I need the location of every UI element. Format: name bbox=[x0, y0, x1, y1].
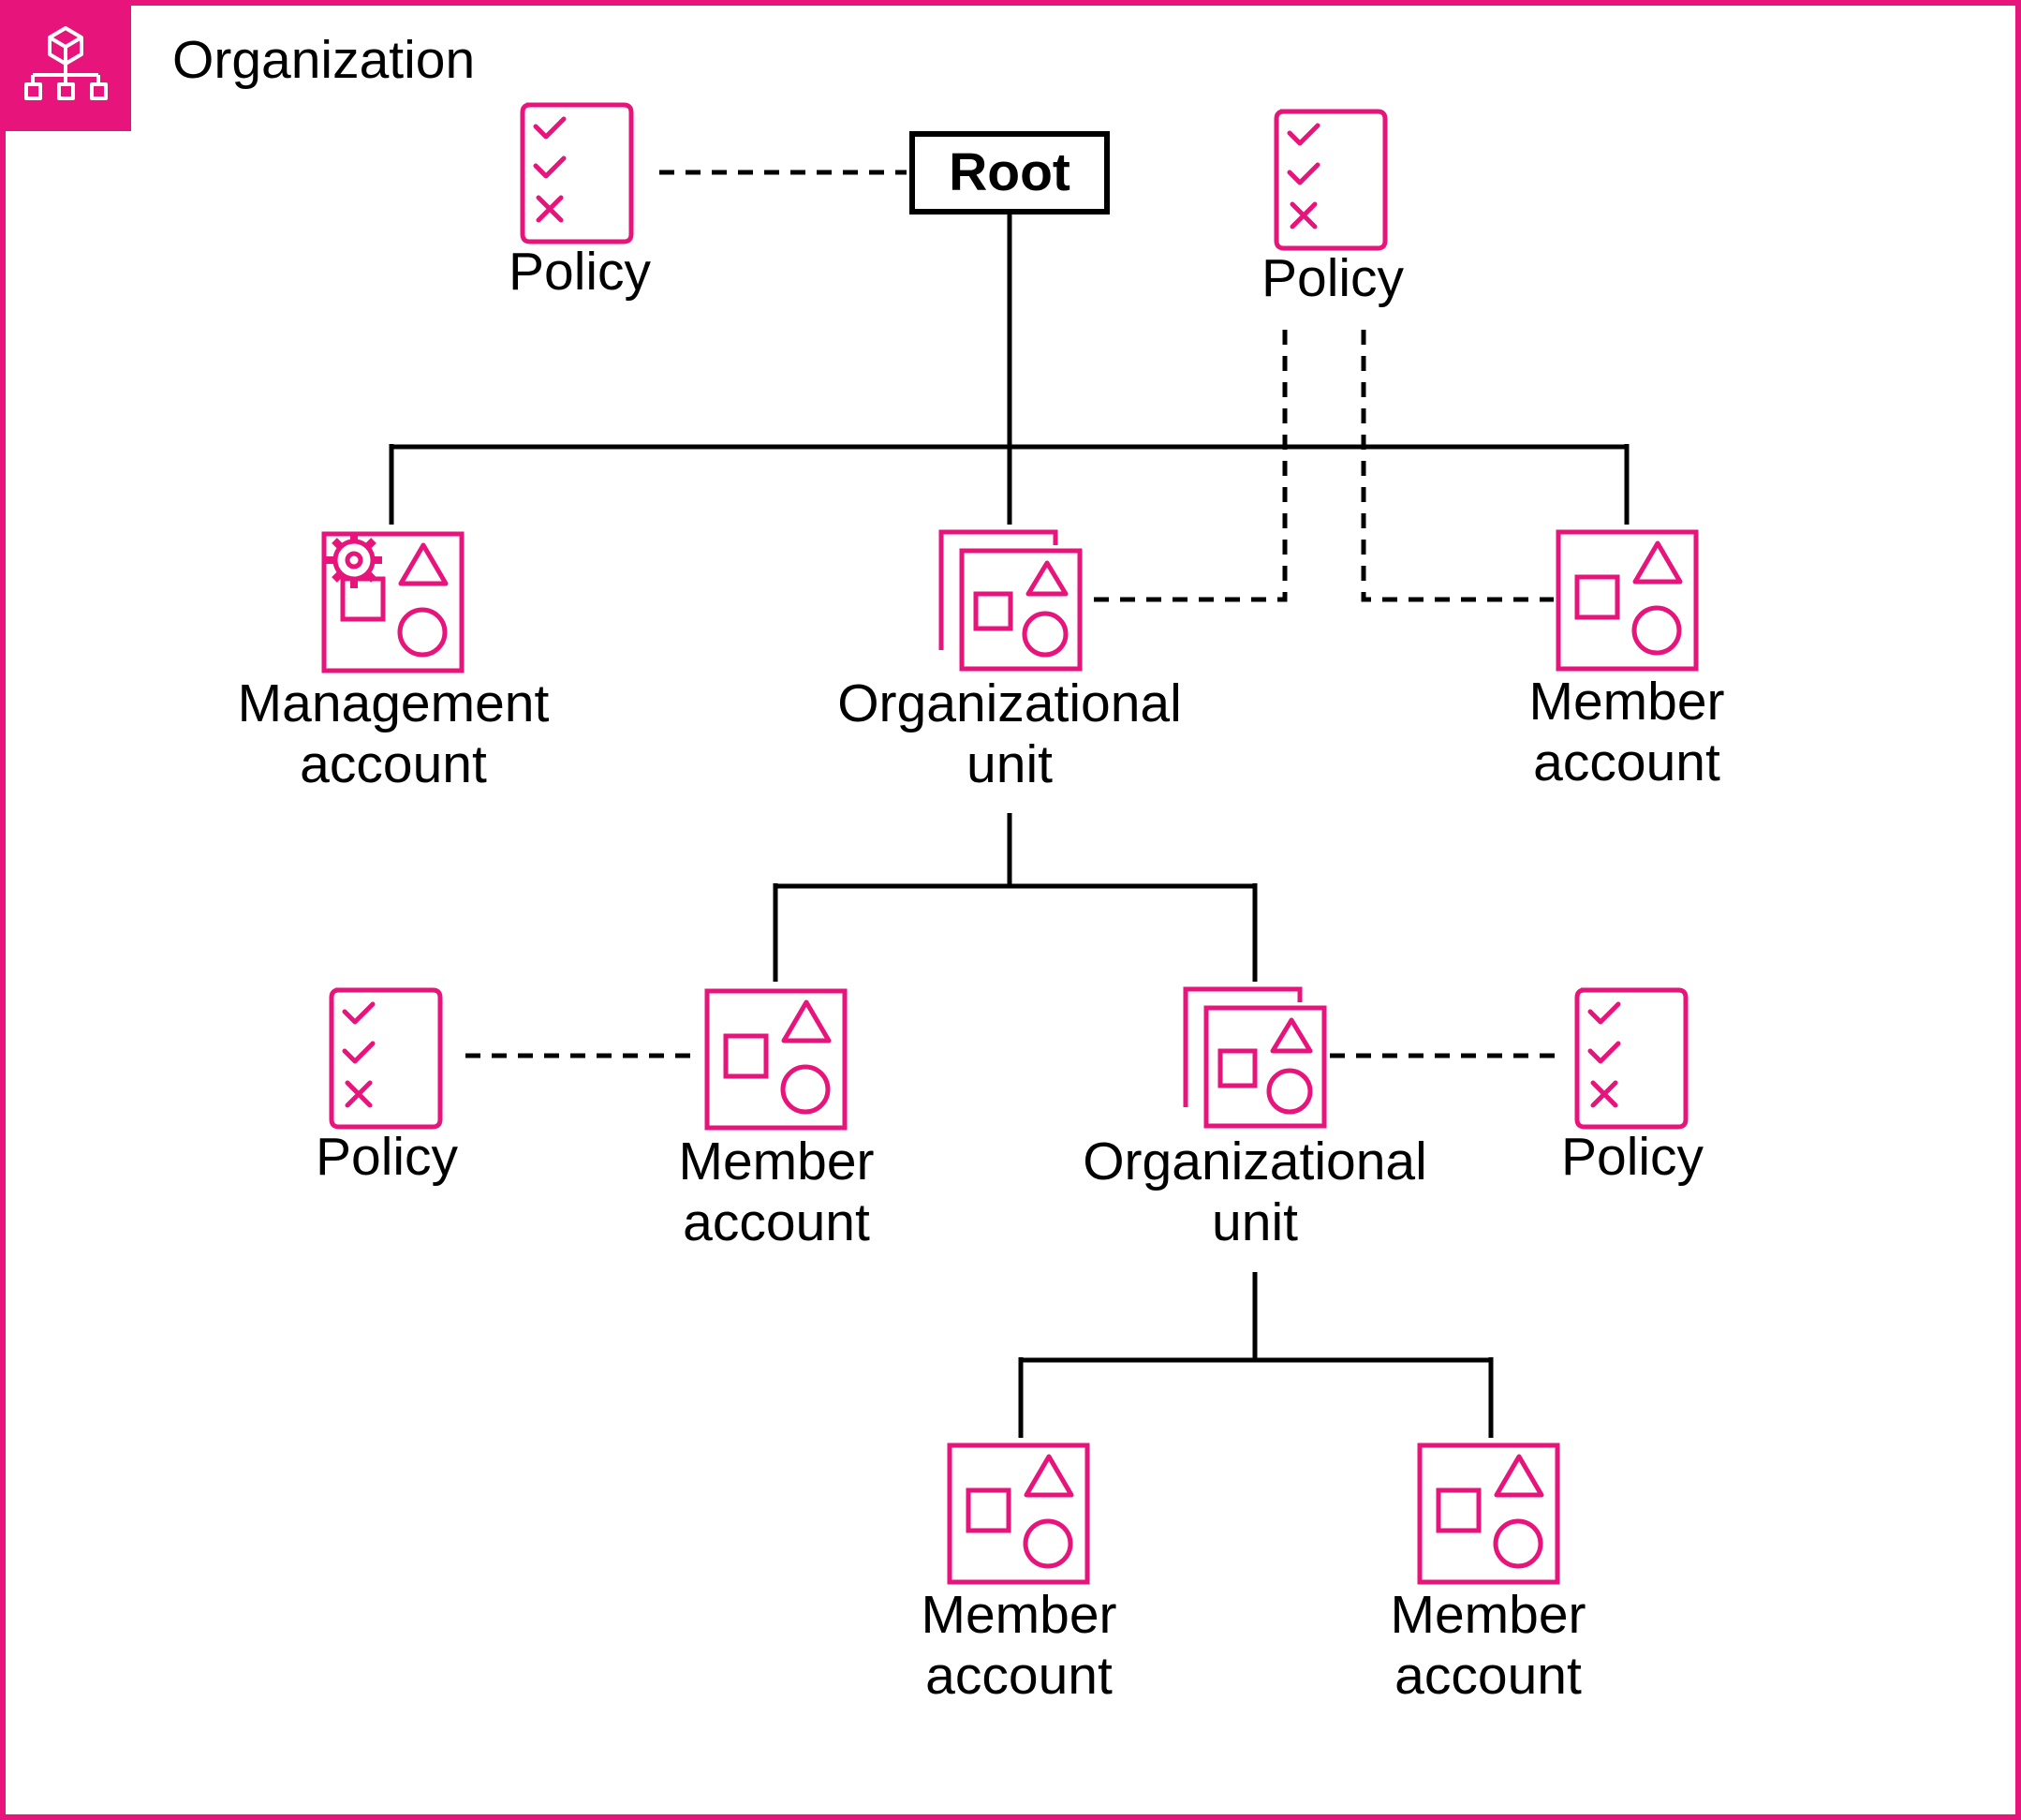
policy-member-dash bbox=[1361, 330, 1554, 602]
member-account-label: Member account bbox=[678, 1132, 875, 1252]
level3-bus-line bbox=[1018, 1357, 1494, 1438]
organizational-unit-label: Organizational unit bbox=[1083, 1132, 1427, 1252]
policy-attachment-lines bbox=[465, 170, 1558, 1058]
member-account-icon bbox=[707, 991, 845, 1128]
management-account-label: Management account bbox=[237, 673, 550, 794]
gear-icon bbox=[326, 532, 382, 588]
organizational-unit-icon bbox=[1186, 989, 1324, 1126]
member-account-icon bbox=[1558, 532, 1696, 669]
policy-label: Policy bbox=[508, 242, 652, 302]
level1-bus-line bbox=[389, 444, 1630, 525]
root-label: Root bbox=[949, 142, 1070, 202]
organization-title: Organization bbox=[172, 30, 476, 90]
policy-icon bbox=[523, 105, 631, 242]
member-account-label: Member account bbox=[1390, 1585, 1586, 1706]
member-account-icon bbox=[1420, 1445, 1557, 1582]
organizational-unit-label: Organizational unit bbox=[837, 673, 1182, 794]
policy-ou1-dash bbox=[1088, 330, 1288, 602]
policy-icon bbox=[1577, 990, 1686, 1127]
policy-icon bbox=[332, 990, 440, 1127]
organizational-unit-icon bbox=[941, 532, 1080, 669]
policy-label: Policy bbox=[1261, 248, 1405, 308]
hierarchy-lines bbox=[389, 215, 1630, 1438]
member-account-label: Member account bbox=[921, 1585, 1117, 1706]
policy-label: Policy bbox=[1560, 1127, 1704, 1187]
level2-bus-line bbox=[773, 883, 1258, 982]
member-account-icon bbox=[950, 1445, 1087, 1582]
root-node: Root bbox=[909, 131, 1110, 215]
organization-icon bbox=[0, 0, 131, 131]
policy-icon bbox=[1276, 111, 1385, 248]
policy-label: Policy bbox=[315, 1127, 459, 1187]
member-account-label: Member account bbox=[1528, 672, 1725, 792]
